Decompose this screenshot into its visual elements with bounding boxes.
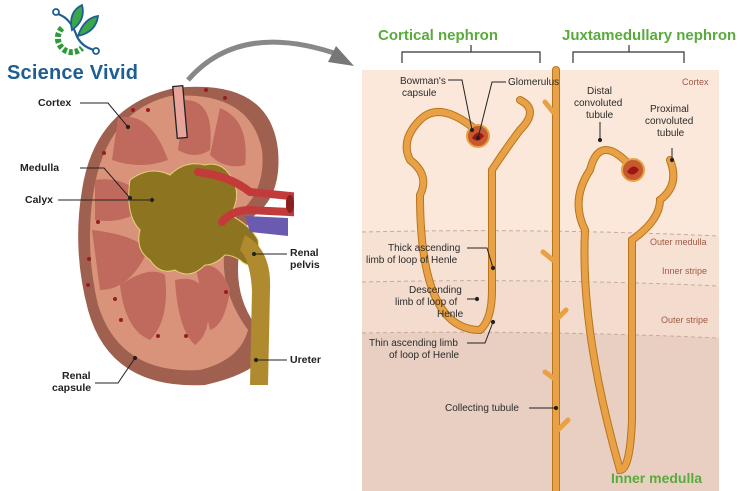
label-desc-1: Descending [409,285,462,296]
label-renal-pelvis-1: Renal [290,247,319,259]
zone-inner-stripe: Inner stripe [662,266,708,276]
label-thick-2: limb of loop of Henle [366,255,458,266]
label-collecting-tubule: Collecting tubule [445,403,519,414]
label-distal-1: Distal [587,86,613,97]
zoom-arrow [186,39,341,82]
label-distal-2: convoluted [574,98,623,109]
label-thin-1: Thin ascending limb [369,338,458,349]
label-desc-3: Henle [437,309,464,320]
label-distal-3: tubule [586,110,614,121]
heading-cortical-nephron: Cortical nephron [378,27,499,44]
kidney-illustration [78,84,294,386]
heading-juxtamedullary-nephron: Juxtamedullary nephron [562,27,737,44]
brand-name: Science Vivid [7,62,139,84]
leaf-gear-logo [52,3,100,56]
label-cortex: Cortex [38,97,72,109]
label-medulla: Medulla [20,162,60,174]
label-bowmans-1: Bowman's [400,76,446,87]
label-renal-capsule-1: Renal [62,370,91,382]
label-thin-2: of loop of Henle [389,350,460,361]
tubules [402,66,678,491]
zone-cortex: Cortex [682,77,709,87]
label-desc-2: limb of loop of [395,297,458,308]
label-renal-capsule-2: capsule [52,382,92,394]
label-calyx: Calyx [25,194,54,206]
label-glomerulus: Glomerulus [508,77,560,88]
label-proximal-2: convoluted [645,116,694,127]
zone-outer-medulla: Outer medulla [650,237,707,247]
zone-outer-stripe: Outer stripe [661,315,709,325]
arrow-head-icon [328,46,354,66]
label-proximal-1: Proximal [650,104,689,115]
label-proximal-3: tubule [657,128,685,139]
zone-inner-medulla: Inner medulla [611,470,703,486]
label-thick-1: Thick ascending [388,243,461,254]
label-ureter: Ureter [290,354,321,366]
label-renal-pelvis-2: pelvis [290,259,320,271]
label-bowmans-2: capsule [402,88,437,99]
